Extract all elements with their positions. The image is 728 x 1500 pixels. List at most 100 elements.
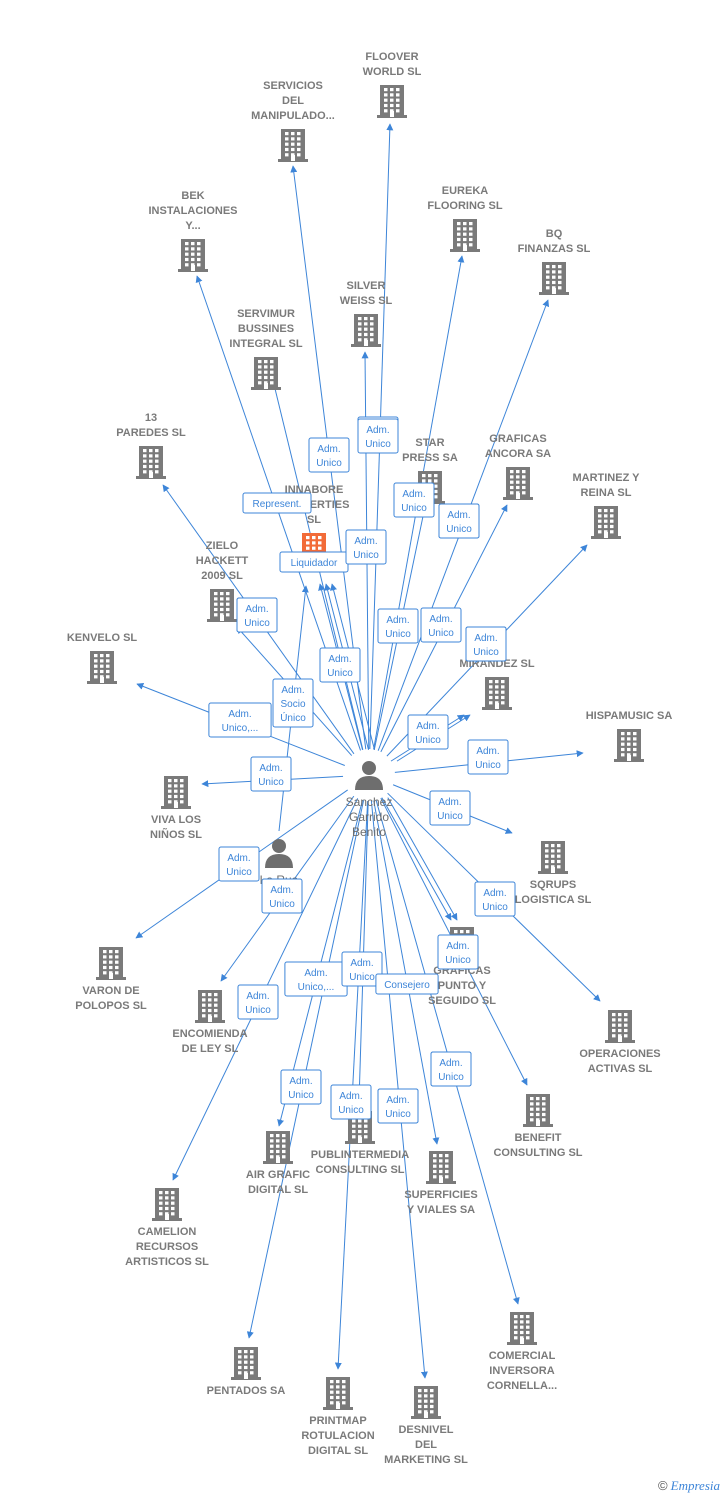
relation-label-text: Adm. [439,1058,462,1069]
company-label-line: SILVER [347,280,386,292]
building-icon [87,651,117,684]
relation-label-graficas_punto[interactable]: Adm.Unico [437,934,479,970]
company-label-line: PAREDES SL [116,427,186,439]
building-icon [152,1188,182,1221]
relation-label-text: Adm. [366,425,389,436]
relation-label-text: Consejero [384,980,430,991]
relation-label-text: Liquidador [291,558,338,569]
relation-label-text: Adm. [304,968,327,979]
relation-label-silver[interactable]: Adm.Unico [357,418,399,454]
relation-label-viva[interactable]: Adm.Unico [250,756,292,792]
relation-label-hispamusic[interactable]: Adm.Unico [467,739,509,775]
company-node-servicios[interactable]: SERVICIOSDELMANIPULADO... [251,80,335,162]
company-label-line: DEL [282,95,304,107]
relation-label-innabore[interactable]: Adm.Unico [319,647,361,683]
company-node-kenvelo[interactable]: KENVELO SL [67,632,138,684]
company-label-line: HACKETT [196,555,249,567]
relation-label-encomienda[interactable]: Adm.Unico [237,984,279,1020]
company-label-line: CONSULTING SL [315,1164,404,1176]
relation-label-sqrups[interactable]: Adm.Unico [429,790,471,826]
relation-label-kenvelo[interactable]: Adm.Unico,... [208,702,272,738]
relation-label-star[interactable]: Adm.Unico [393,482,435,518]
relation-label-graficas_ancora[interactable]: Adm.Unico [438,503,480,539]
relation-label-desnivel[interactable]: Adm.Unico [377,1088,419,1124]
relation-label-text: Unico [245,1005,271,1016]
company-node-bek[interactable]: BEKINSTALACIONESY... [148,190,238,272]
relation-label-text: Socio [280,699,305,710]
person-icon [265,839,293,868]
relation-label-text: Unico [269,899,295,910]
company-node-air[interactable]: AIR GRAFIC DIGITAL SL [246,1131,310,1196]
relation-label-zielo[interactable]: Adm.Unico [236,597,278,633]
building-icon [507,1312,537,1345]
company-label-line: ANCORA SA [485,448,551,460]
relation-label-graficas_punto[interactable]: Adm.Unico [420,607,462,643]
relation-label-comercial[interactable]: Adm.Unico [430,1051,472,1087]
relation-label-text: Adm. [474,633,497,644]
company-label-line: OPERACIONES [579,1048,660,1060]
company-node-mirandez[interactable]: MIRANDEZ SL [459,658,535,710]
company-node-hispamusic[interactable]: HISPAMUSIC SA [586,710,673,762]
building-icon [351,314,381,347]
relation-label-text: Unico [428,628,454,639]
relation-label-varon[interactable]: Adm.Unico [218,846,260,882]
relation-label-mirandez[interactable]: Adm.Unico [377,608,419,644]
building-icon [614,729,644,762]
company-node-comercial[interactable]: COMERCIALINVERSORACORNELLA... [487,1312,557,1392]
company-label-line: SL [307,514,321,526]
relation-label-bek[interactable]: Represent. [242,492,312,514]
relation-label-publintermedia[interactable]: Adm.Unico [341,951,383,987]
company-label-line: DEL [415,1439,437,1451]
relation-label-air[interactable]: Adm.Unico,... [284,961,348,997]
building-icon [591,506,621,539]
relation-label-martinez[interactable]: Adm.Unico [465,626,507,662]
edge-sanchez-pentados [246,800,365,1339]
relation-label-innabore[interactable]: Adm.Unico [345,529,387,565]
relation-labels-layer: Adm.UnicoAdm.UnicoAdm.UnicoRepresent.Adm… [208,416,516,1124]
relation-label-text: Adm. [438,797,461,808]
company-label-line: EUREKA [442,185,489,197]
relation-label-text: Adm. [416,721,439,732]
company-label-line: AIR GRAFIC [246,1169,310,1181]
relation-label-camelion[interactable]: Adm.Unico [280,1069,322,1105]
company-label-line: SERVICIOS [263,80,323,92]
company-label-line: INVERSORA [489,1365,554,1377]
relation-label-superficies[interactable]: Consejero [375,973,439,995]
footer-brand[interactable]: ©Empresia [658,1478,720,1494]
relation-label-text: Unico,... [222,723,259,734]
relation-label-mirandez[interactable]: Adm.Unico [407,714,449,750]
relation-label-servicios[interactable]: Adm.Unico [308,437,350,473]
company-node-pentados[interactable]: PENTADOS SA [207,1347,286,1397]
relation-label-servimur[interactable]: Liquidador [279,551,349,573]
relation-label-innabore[interactable]: Adm.Unico [261,878,303,914]
company-label-line: BQ [546,228,563,240]
relation-label-operaciones[interactable]: Adm.Unico [474,881,516,917]
relation-label-text: Adm. [386,1095,409,1106]
building-icon [426,1151,456,1184]
company-label-line: DIGITAL SL [248,1184,308,1196]
relation-label-pentados[interactable]: Adm.Unico [330,1084,372,1120]
company-label-line: ZIELO [206,540,239,552]
edge-sanchez-superficies [373,800,440,1145]
